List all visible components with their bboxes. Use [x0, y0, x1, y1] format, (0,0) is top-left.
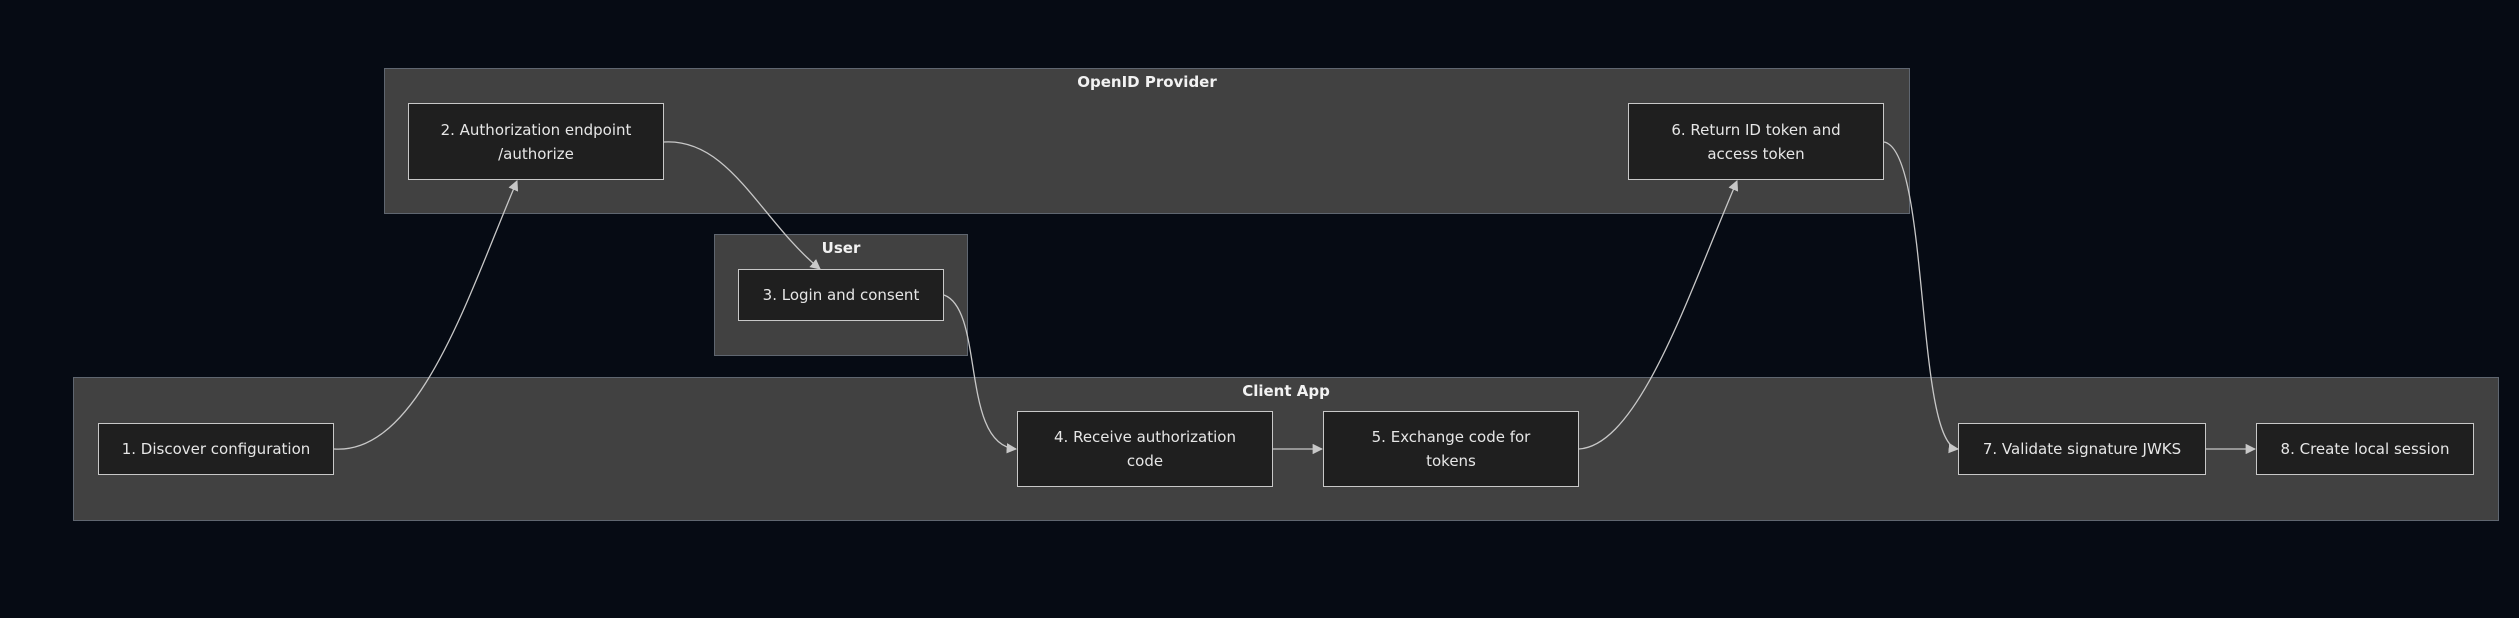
edge-5-to-6 — [1578, 180, 1739, 450]
node-authorization-endpoint: 2. Authorization endpoint /authorize — [408, 103, 664, 180]
node-6-label-line2: access token — [1707, 144, 1805, 163]
edge-3-to-4 — [943, 294, 1018, 454]
node-8-label: 8. Create local session — [2280, 440, 2450, 458]
cluster-title-user: User — [821, 239, 861, 257]
node-1-label: 1. Discover configuration — [121, 440, 311, 458]
edge-1-to-2 — [333, 180, 519, 450]
node-5-label-line2: tokens — [1426, 452, 1476, 470]
cluster-title-client-app: Client App — [1242, 382, 1330, 400]
node-5-label-line1: 5. Exchange code for — [1371, 428, 1531, 446]
node-login-and-consent: 3. Login and consent — [738, 269, 944, 321]
node-validate-signature-jwks: 7. Validate signature JWKS — [1958, 423, 2206, 475]
node-6-label-line1: 6. Return ID token and — [1671, 120, 1841, 139]
node-7-label: 7. Validate signature JWKS — [1982, 440, 2182, 458]
node-4-label-line1: 4. Receive authorization — [1054, 428, 1236, 446]
node-2-label-line2: /authorize — [498, 144, 574, 163]
node-return-id-token: 6. Return ID token and access token — [1628, 103, 1884, 180]
node-3-label: 3. Login and consent — [762, 286, 920, 304]
node-4-label-line2: code — [1126, 452, 1164, 470]
node-exchange-code-for-tokens: 5. Exchange code for tokens — [1323, 411, 1579, 487]
node-create-local-session: 8. Create local session — [2256, 423, 2474, 475]
edge-2-to-3 — [663, 141, 821, 270]
edge-6-to-7 — [1883, 141, 1960, 454]
cluster-title-openid-provider: OpenID Provider — [1077, 73, 1217, 91]
node-discover-configuration: 1. Discover configuration — [98, 423, 334, 475]
node-receive-authorization-code: 4. Receive authorization code — [1017, 411, 1273, 487]
node-2-label-line1: 2. Authorization endpoint — [440, 120, 632, 139]
